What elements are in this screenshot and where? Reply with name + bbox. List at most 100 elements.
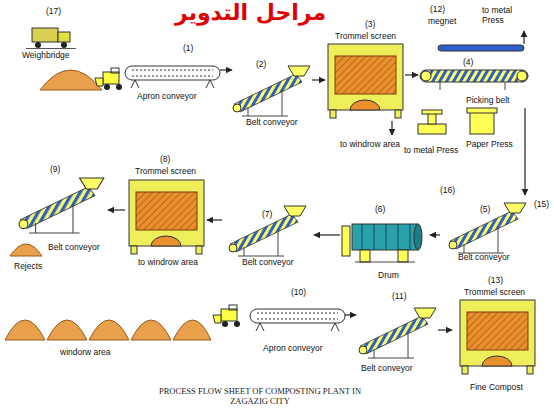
part-label: Fine Compost — [470, 383, 523, 393]
flow-arrow — [207, 219, 222, 220]
weighbridge: (17) Weighbridge — [20, 5, 82, 65]
windrow-pile — [5, 320, 45, 340]
weighbridge-platform — [26, 48, 76, 49]
flow-arrow — [314, 234, 340, 235]
trommel-screen: (3) Trommel screen — [325, 20, 405, 120]
part-label: Belt conveyor — [458, 253, 510, 263]
callout-number: (4) — [463, 58, 473, 68]
waste-pile — [40, 70, 102, 90]
belt-conveyor-drawing — [19, 178, 104, 233]
roller — [517, 71, 527, 81]
part-label: Paper Press — [466, 140, 513, 150]
callout-number: (17) — [46, 7, 61, 17]
page-title: مراحل التدوير — [175, 0, 326, 26]
leader-arrow — [391, 121, 392, 135]
part-label: Belt conveyor — [361, 364, 413, 374]
trommel-drawing — [328, 44, 403, 118]
trommel-screen: (8) Trommel screen — [125, 155, 207, 255]
flow-arrow — [108, 209, 125, 210]
callout-number: (3) — [365, 20, 375, 30]
callout-number: (7) — [262, 210, 272, 220]
picking-belt: (4) Picking belt — [418, 58, 530, 108]
drum-support — [360, 250, 370, 262]
metal-press-drawing — [418, 124, 446, 134]
windrow-pile — [47, 320, 87, 340]
loader — [95, 68, 122, 90]
part-label: Weighbridge — [22, 51, 70, 61]
flow-arrow — [430, 234, 440, 235]
callout-number: (11) — [392, 292, 407, 302]
windrow-pile — [131, 320, 171, 340]
belt-conveyor-drawing — [359, 308, 436, 358]
flow-arrow — [220, 69, 232, 70]
callout-number: (10) — [291, 288, 306, 298]
leg — [505, 82, 506, 90]
part-label: Trommel screen — [135, 167, 196, 177]
rotary-drum: (6) Drum — [340, 205, 430, 285]
flow-arrow — [438, 329, 452, 330]
apron-conveyor: (1)Apron conveyor — [125, 42, 220, 104]
belt-conveyor: (7) Belt conveyor — [222, 200, 314, 270]
part-label: Belt conveyor — [48, 243, 100, 253]
belt-conveyor: (11) Belt conveyor — [356, 290, 438, 376]
callout-number: (16) — [440, 186, 455, 196]
callout-number: (1) — [183, 44, 193, 54]
part-label: Trommel screen — [335, 32, 396, 42]
callout-number: (5) — [480, 205, 490, 215]
callout-number: (6) — [375, 205, 385, 215]
drum-bands — [362, 224, 410, 250]
callout-number: (9) — [50, 165, 60, 175]
belt-conveyor: (2) Belt conveyor — [232, 58, 312, 130]
truck-wheel — [61, 42, 67, 48]
belt-conveyor-drawing — [233, 66, 310, 116]
flow-arrow — [524, 108, 525, 195]
drum-support — [398, 250, 408, 262]
callout-number: (15) — [534, 200, 549, 210]
windrow-pile — [89, 320, 129, 340]
outlet-note: to metal Press — [404, 146, 458, 156]
part-label: Rejects — [14, 262, 42, 272]
part-label: Belt conveyor — [246, 118, 298, 128]
magnet-drawing — [438, 45, 524, 51]
paper-press-drawing — [467, 108, 497, 113]
outlet-note: to metal Press — [482, 6, 527, 26]
belt-conveyor: (9) Belt conveyor — [8, 165, 108, 255]
callout-number: (13) — [488, 276, 503, 286]
windrow-pile — [173, 320, 211, 340]
drum-end — [414, 224, 422, 250]
loader — [213, 305, 240, 327]
rejects-pile — [10, 244, 42, 256]
metal-press-drawing — [422, 110, 442, 114]
trommel-drawing — [129, 180, 204, 254]
metal-press-drawing — [428, 113, 436, 124]
part-label: Picking belt — [466, 96, 509, 106]
part-label: megnet — [428, 17, 456, 27]
callout-number: (8) — [160, 155, 170, 165]
drum-drawing — [352, 224, 418, 250]
leader-arrow — [523, 31, 524, 44]
part-label: Drum — [378, 271, 399, 281]
drum-motor — [342, 226, 350, 256]
figure-caption: PROCESS FLOW SHEET OF COMPOSTING PLANT I… — [155, 386, 365, 406]
belt-conveyor-drawing — [449, 203, 526, 253]
picking-belt-drawing — [420, 70, 528, 82]
outlet-note: to windrow area — [340, 140, 400, 150]
outlet-note: to windrow area — [138, 258, 198, 268]
area-label: windorw area — [60, 348, 111, 358]
truck-body — [32, 28, 58, 42]
magnet: (12) megnet — [425, 5, 475, 40]
truck-wheel — [35, 42, 41, 48]
roller — [421, 71, 431, 81]
apron-conveyor-drawing — [125, 66, 220, 88]
truck-cab — [58, 32, 70, 42]
trommel-screen: (13)Trommel screen — [452, 276, 544, 381]
flow-arrow — [405, 74, 418, 75]
callout-number: (2) — [256, 60, 266, 70]
trommel-drawing — [460, 300, 535, 374]
belt-conveyor-drawing — [229, 206, 306, 256]
flow-arrow — [345, 314, 356, 315]
apron-conveyor-drawing — [250, 309, 345, 331]
part-label: Belt conveyor — [242, 258, 294, 268]
leg — [440, 82, 441, 90]
callout-number: (12) — [430, 5, 445, 15]
